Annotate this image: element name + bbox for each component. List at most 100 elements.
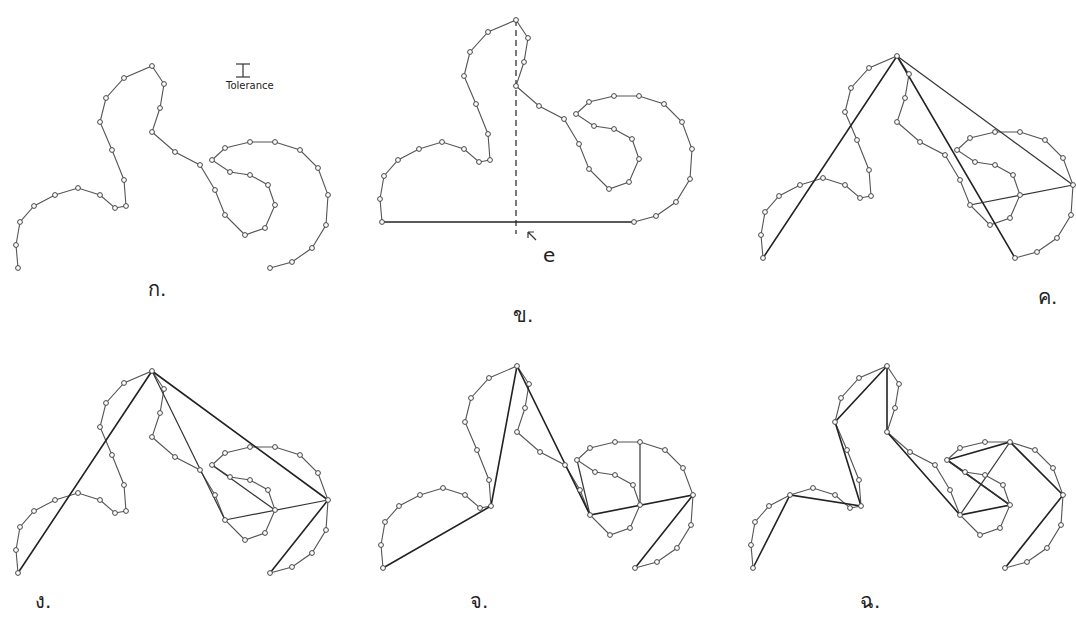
vertex-dot: [248, 478, 253, 483]
vertex-dot: [993, 163, 998, 168]
vertex-dot: [628, 526, 633, 531]
tolerance-bracket: [236, 64, 250, 77]
vertex-dot: [462, 147, 467, 152]
vertex-dot: [1018, 193, 1023, 198]
vertex-dot: [522, 60, 527, 65]
vertex-dot: [110, 453, 115, 458]
vertex-dot: [98, 425, 103, 430]
vertex-dot: [381, 566, 386, 571]
vertex-dot: [588, 446, 593, 451]
vertex-dot: [263, 226, 268, 231]
trial-segment: [897, 56, 1073, 185]
vertex-dot: [538, 450, 543, 455]
vertex-dot: [933, 463, 938, 468]
vertex-dot: [273, 140, 278, 145]
vertex-dot: [124, 509, 129, 514]
vertex-dot: [198, 468, 203, 473]
vertex-dot: [843, 110, 848, 115]
trial-segment: [577, 460, 590, 515]
vertex-dot: [908, 450, 913, 455]
vertex-dot: [638, 440, 643, 445]
vertex-dot: [326, 498, 331, 503]
vertex-dot: [32, 204, 37, 209]
vertex-dot: [243, 538, 248, 543]
vertex-dot: [1018, 130, 1023, 135]
vertex-dot: [1071, 183, 1076, 188]
vertex-dot: [681, 466, 686, 471]
panel-label: ง.: [35, 590, 51, 612]
vertex-dot: [675, 546, 680, 551]
vertex-dot: [397, 504, 402, 509]
trial-segment: [970, 185, 1073, 205]
vertex-dot: [263, 531, 268, 536]
vertex-dot: [857, 376, 862, 381]
vertex-dot: [1033, 448, 1038, 453]
vertex-dot: [897, 382, 902, 387]
vertex-dot: [988, 223, 993, 228]
vertex-dot: [993, 130, 998, 135]
vertex-dot: [574, 112, 579, 117]
vertex-dot: [469, 396, 474, 401]
vertex-dot: [788, 493, 793, 498]
original-curve: [751, 366, 1063, 568]
vertex-dot: [53, 193, 58, 198]
vertex-dot: [1008, 216, 1013, 221]
vertex-dot: [1008, 440, 1013, 445]
vertex-dot: [173, 455, 178, 460]
vertex-dot: [266, 183, 271, 188]
vertex-dot: [310, 551, 315, 556]
vertex-dot: [612, 94, 617, 99]
vertex-dot: [1059, 523, 1064, 528]
vertex-dot: [663, 448, 668, 453]
vertex-dot: [587, 167, 592, 172]
vertex-dot: [122, 76, 127, 81]
panel-label: ค.: [1038, 286, 1057, 308]
vertex-dot: [973, 160, 978, 165]
vertex-dot: [158, 106, 163, 111]
vertex-dot: [487, 376, 492, 381]
vertex-dot: [593, 470, 598, 475]
vertex-dot: [637, 94, 642, 99]
vertex-dot: [248, 140, 253, 145]
original-curve: [16, 66, 328, 268]
vertex-dot: [223, 213, 228, 218]
vertex-dot: [515, 430, 520, 435]
vertex-dot: [213, 493, 218, 498]
tolerance-label: Tolerance: [226, 80, 274, 91]
trial-segment: [212, 465, 275, 510]
vertex-dot: [150, 64, 155, 69]
trial-segment: [947, 460, 1010, 505]
vertex-dot: [1008, 503, 1013, 508]
vertex-dot: [958, 178, 963, 183]
vertex-dot: [777, 194, 782, 199]
vertex-dot: [523, 406, 528, 411]
vertex-dot: [759, 233, 764, 238]
vertex-dot: [162, 387, 167, 392]
vertex-dot: [577, 142, 582, 147]
simplified-line: [18, 371, 328, 573]
vertex-dot: [14, 243, 19, 248]
vertex-dot: [486, 30, 491, 35]
panel-label: ฉ.: [860, 590, 880, 612]
vertex-dot: [248, 445, 253, 450]
vertex-dot: [763, 210, 768, 215]
vertex-dot: [228, 170, 233, 175]
vertex-dot: [150, 435, 155, 440]
original-curve: [16, 371, 328, 573]
vertex-dot: [478, 506, 483, 511]
vertex-dot: [858, 196, 863, 201]
vertex-dot: [867, 66, 872, 71]
vertex-dot: [798, 183, 803, 188]
vertex-dot: [266, 488, 271, 493]
vertex-dot: [638, 503, 643, 508]
vertex-dot: [380, 220, 385, 225]
vertex-dot: [14, 548, 19, 553]
vertex-dot: [848, 506, 853, 511]
vertex-dot: [110, 148, 115, 153]
vertex-dot: [198, 163, 203, 168]
distance-label: e: [543, 244, 555, 266]
vertex-dot: [1035, 250, 1040, 255]
vertex-dot: [463, 493, 468, 498]
